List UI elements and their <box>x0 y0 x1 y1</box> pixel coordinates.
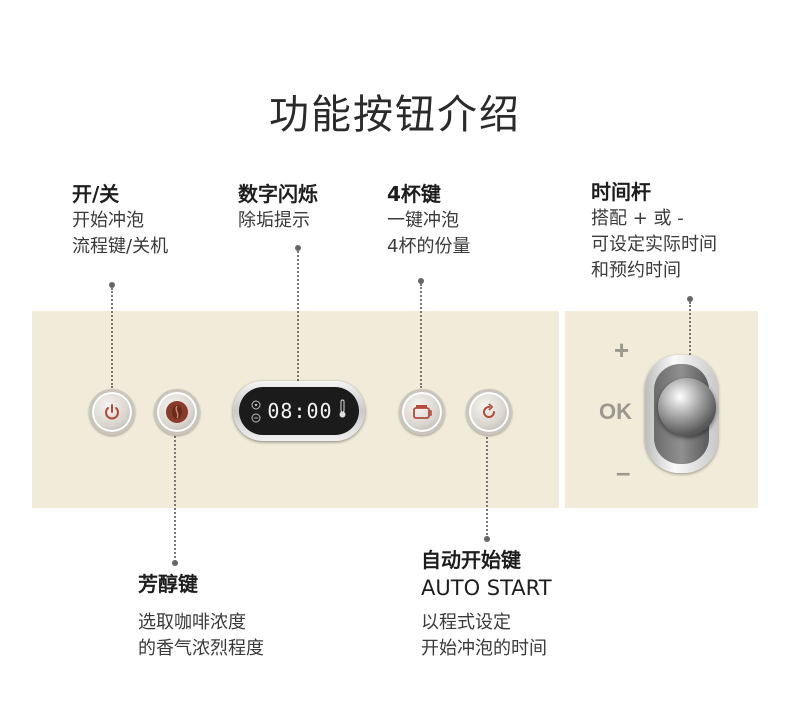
leader-dot-cup4 <box>418 278 424 284</box>
aroma-button[interactable] <box>154 389 200 435</box>
digital-display: 08:00 <box>233 381 365 441</box>
thermometer-icon <box>338 399 347 423</box>
callout-display-desc-1: 除垢提示 <box>238 210 310 231</box>
leader-dot-lever <box>687 296 693 302</box>
coffee-bean-icon <box>166 401 188 423</box>
callout-timer-lever: 时间杆 搭配 + 或 - 可设定实际时间 和预约时间 <box>591 178 717 284</box>
lever-plus-symbol: + <box>614 335 630 365</box>
callout-aroma-heading: 芳醇键 <box>138 572 198 596</box>
callout-cup4-heading: 4杯键 <box>387 182 441 206</box>
lever-ok-label: OK <box>599 399 632 424</box>
callout-power: 开/关 开始冲泡 流程键/关机 <box>72 180 168 260</box>
leader-line-display <box>297 251 299 385</box>
lever-minus-symbol: – <box>616 457 631 487</box>
callout-display: 数字闪烁 除垢提示 <box>238 180 318 234</box>
callout-display-heading: 数字闪烁 <box>238 182 318 206</box>
callout-timer-desc-3: 和预约时间 <box>591 260 681 281</box>
timer-lever-knob[interactable] <box>658 378 716 436</box>
callout-cup4: 4杯键 一键冲泡 4杯的份量 <box>387 180 470 260</box>
leader-dot-power <box>109 282 115 288</box>
leader-line-cup4 <box>420 284 422 388</box>
power-icon <box>101 401 123 423</box>
callout-timer-desc-2: 可设定实际时间 <box>591 234 717 255</box>
callout-auto-desc-2: 开始冲泡的时间 <box>421 638 547 659</box>
descale-icon <box>251 400 261 423</box>
leader-dot-display <box>295 245 301 251</box>
callout-auto-start: 自动开始键 AUTO START 以程式设定 开始冲泡的时间 <box>421 546 552 662</box>
auto-start-button[interactable] <box>466 389 512 435</box>
callout-auto-heading-1: 自动开始键 <box>421 548 521 572</box>
callout-aroma-desc-2: 的香气浓烈程度 <box>138 638 264 659</box>
callout-aroma-desc-1: 选取咖啡浓度 <box>138 612 246 633</box>
callout-timer-heading: 时间杆 <box>591 180 651 204</box>
power-button[interactable] <box>89 389 135 435</box>
leader-line-lever <box>689 302 691 386</box>
callout-timer-desc-1: 搭配 + 或 - <box>591 208 684 229</box>
leader-dot-aroma <box>172 560 178 566</box>
callout-auto-desc-1: 以程式设定 <box>421 612 511 633</box>
leader-dot-auto <box>484 536 490 542</box>
callout-cup4-desc-2: 4杯的份量 <box>387 236 471 257</box>
callout-cup4-desc-1: 一键冲泡 <box>387 210 459 231</box>
callout-aroma: 芳醇键 选取咖啡浓度 的香气浓烈程度 <box>138 570 264 662</box>
leader-line-auto <box>486 430 488 538</box>
cup4-button[interactable] <box>399 389 445 435</box>
leader-line-power <box>111 288 113 388</box>
clock-icon <box>478 401 500 423</box>
pot-icon <box>411 401 433 423</box>
page-title: 功能按钮介绍 <box>269 92 521 138</box>
callout-auto-heading-2: AUTO START <box>421 576 552 600</box>
callout-power-heading: 开/关 <box>72 182 120 206</box>
callout-power-desc-2: 流程键/关机 <box>72 236 169 257</box>
leader-line-aroma <box>174 428 176 562</box>
display-screen: 08:00 <box>239 387 359 435</box>
display-time: 08:00 <box>267 399 333 423</box>
callout-power-desc-1: 开始冲泡 <box>72 210 144 231</box>
